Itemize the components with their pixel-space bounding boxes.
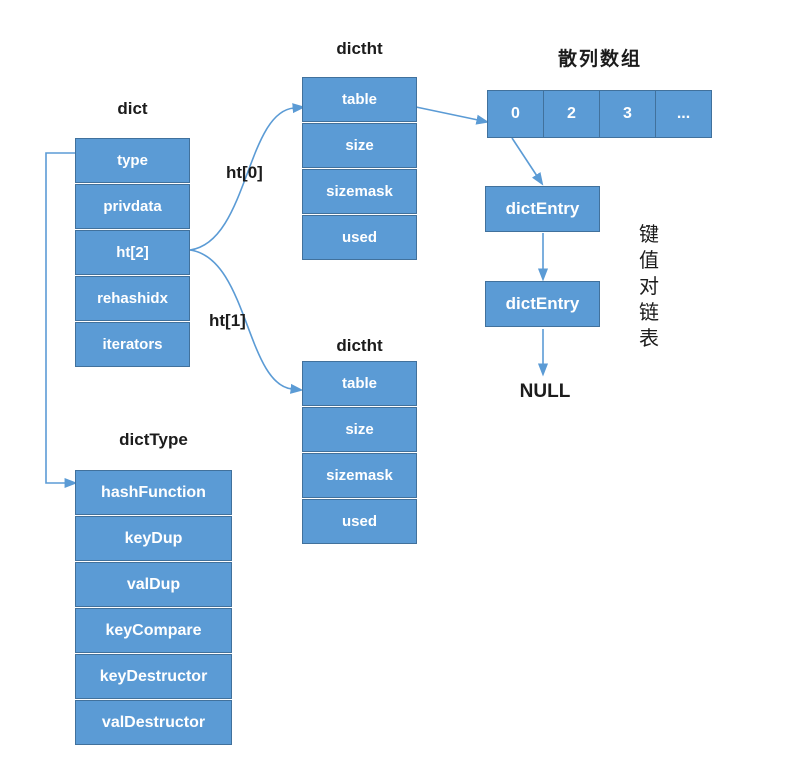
dictht-bottom-struct: table size sizemask used [302,361,417,544]
null-label: NULL [519,381,571,402]
arrow-dict-type-to-dicttype [45,152,78,489]
arrow-array-to-entry [511,137,544,186]
dict-field-iterators: iterators [75,322,190,367]
dictht-bottom-title: dictht [336,336,383,355]
ht1-edge-label: ht[1] [209,311,246,330]
dicttype-field-valdup: valDup [75,562,232,607]
arrow-table-to-array [415,106,490,125]
dict-entry-2: dictEntry [485,281,600,327]
arrow-ht0-curve [189,103,306,251]
dict-field-privdata: privdata [75,184,190,229]
dicttype-field-keycompare: keyCompare [75,608,232,653]
hash-array-cell-3: ... [655,90,712,138]
dictht-top-field-sizemask: sizemask [302,169,417,214]
dicttype-field-keydup: keyDup [75,516,232,561]
dictht-bottom-field-used: used [302,499,417,544]
dictht-top-field-table: table [302,77,417,122]
dicttype-title: dictType [119,430,188,449]
hash-array-cell-2: 3 [599,90,656,138]
hash-array-cell-0: 0 [487,90,544,138]
dictht-bottom-field-sizemask: sizemask [302,453,417,498]
dicttype-struct: hashFunction keyDup valDup keyCompare ke… [75,470,232,745]
dicttype-field-keydestructor: keyDestructor [75,654,232,699]
key-value-chain-label: 键值对链表 [639,224,659,350]
dicttype-field-hashfunction: hashFunction [75,470,232,515]
dictht-bottom-field-table: table [302,361,417,406]
ht0-edge-label: ht[0] [226,163,263,182]
dict-field-type: type [75,138,190,183]
hash-array-cell-1: 2 [543,90,600,138]
dictht-bottom-field-size: size [302,407,417,452]
arrow-ht1-curve [189,249,304,394]
dict-field-ht2: ht[2] [75,230,190,275]
dict-title: dict [117,99,148,118]
dicttype-field-valdestructor: valDestructor [75,700,232,745]
dictht-top-field-size: size [302,123,417,168]
dictht-top-title: dictht [336,39,383,58]
hash-array-title: 散列数组 [557,49,642,70]
hash-array: 0 2 3 ... [487,90,712,138]
dictht-top-struct: table size sizemask used [302,77,417,260]
dict-struct: type privdata ht[2] rehashidx iterators [75,138,190,367]
dict-entry-1: dictEntry [485,186,600,232]
dictht-top-field-used: used [302,215,417,260]
dict-field-rehashidx: rehashidx [75,276,190,321]
